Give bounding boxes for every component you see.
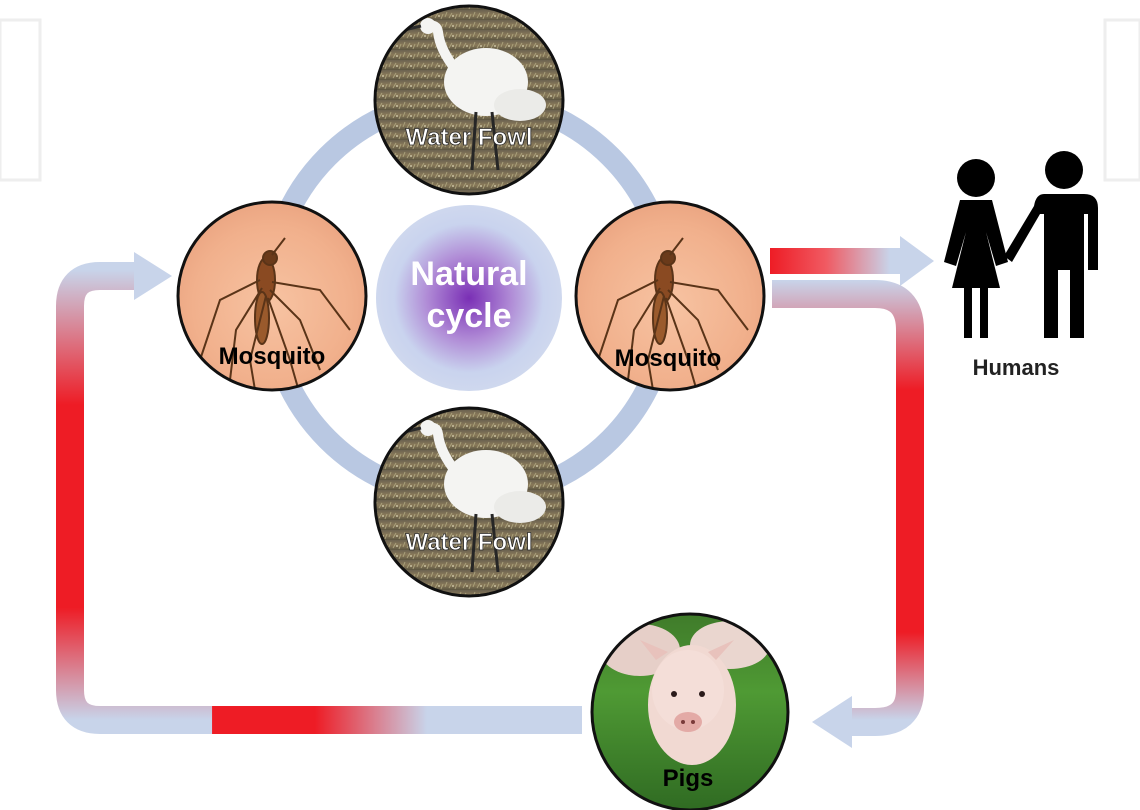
couple-silhouette-icon [944, 151, 1098, 338]
center-label-line1: Natural [410, 255, 527, 293]
mosquito-photo-left [199, 237, 351, 390]
node-waterfowl-bottom: Water Fowl [373, 406, 565, 598]
loop-arrow-left [56, 252, 212, 734]
label-humans: Humans [973, 355, 1060, 380]
arrowhead-to-pigs-icon [812, 696, 852, 748]
egret-photo-bottom [375, 408, 563, 596]
pig-photo [592, 614, 788, 810]
label-mosquito-left: Mosquito [219, 343, 326, 370]
label-waterfowl-bottom: Water Fowl [405, 529, 532, 556]
egret-photo-top [375, 6, 563, 194]
label-waterfowl-top: Water Fowl [405, 124, 532, 151]
node-pigs: Pigs [590, 612, 790, 810]
natural-cycle-center [376, 205, 562, 391]
watermark [0, 18, 1140, 182]
node-mosquito-left: Mosquito [176, 200, 368, 392]
node-waterfowl-top: Water Fowl [373, 4, 565, 196]
arrow-to-humans [770, 236, 934, 286]
label-mosquito-right: Mosquito [615, 345, 722, 372]
label-pigs: Pigs [663, 765, 714, 792]
arrowhead-to-humans-icon [900, 236, 934, 286]
loop-arrow-right [772, 280, 924, 748]
node-mosquito-right: Mosquito [574, 200, 766, 392]
center-label-line2: cycle [426, 297, 511, 335]
arrowhead-to-mosquito-left-icon [134, 252, 172, 300]
mosquito-photo-right [597, 237, 749, 390]
